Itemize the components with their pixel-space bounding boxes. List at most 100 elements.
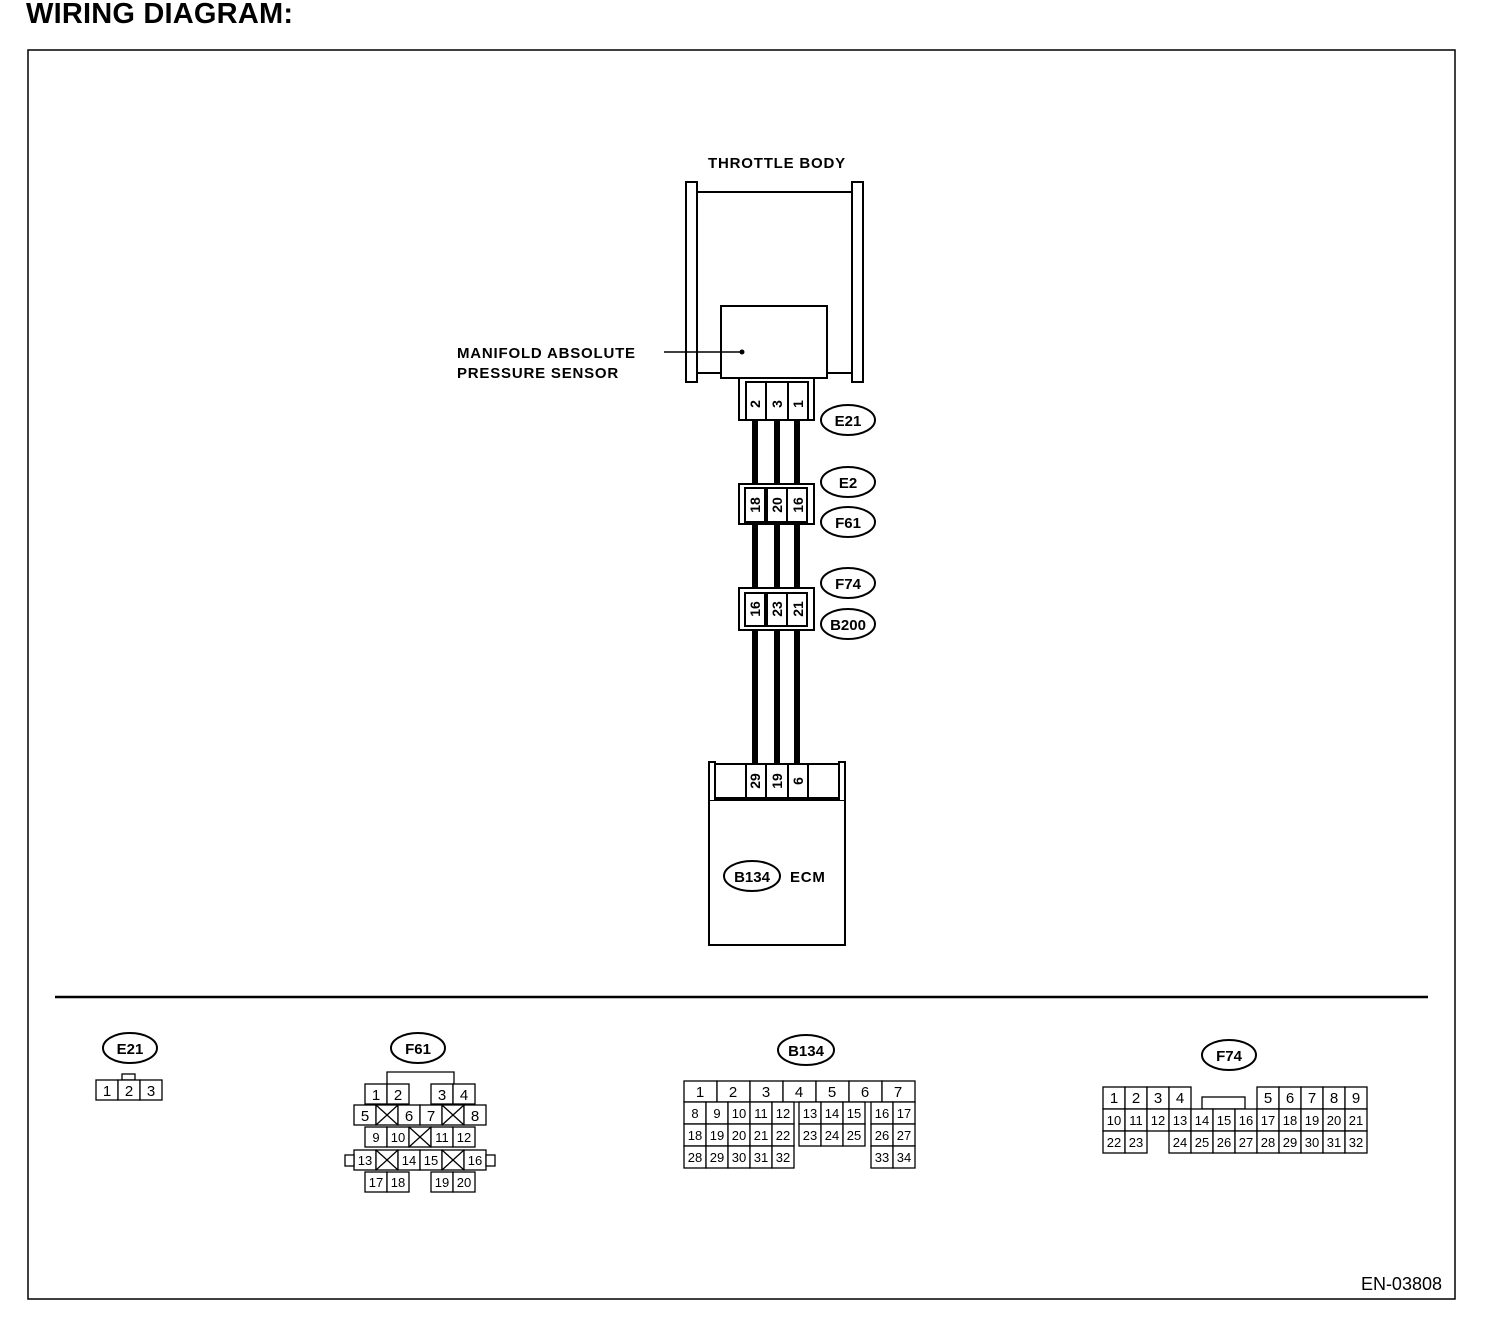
- face-pin: 25: [1195, 1135, 1209, 1150]
- face-pin: 12: [776, 1106, 790, 1121]
- face-pin: 23: [803, 1128, 817, 1143]
- face-pin: 4: [1176, 1090, 1184, 1107]
- face-pin: 3: [1154, 1090, 1162, 1107]
- face-pin: 1: [696, 1084, 704, 1101]
- face-pin: 2: [1132, 1090, 1140, 1107]
- face-pin: 22: [776, 1128, 790, 1143]
- map-sensor-label-line2: PRESSURE SENSOR: [457, 365, 619, 382]
- face-pin: 11: [754, 1106, 768, 1121]
- face-tag-e21: E21: [117, 1041, 144, 1058]
- face-pin: 1: [103, 1083, 111, 1100]
- map-sensor-label-line1: MANIFOLD ABSOLUTE: [457, 345, 636, 362]
- connector-e2-f61: [738, 483, 815, 525]
- tag-b134: B134: [734, 869, 771, 886]
- tag-f61: F61: [835, 515, 861, 532]
- face-pin: 8: [471, 1108, 479, 1125]
- connector-f74-b200-pins: 16 23 21: [747, 601, 806, 617]
- face-pin: 20: [457, 1175, 471, 1190]
- face-pin: 1: [372, 1087, 380, 1104]
- face-pin: 2: [125, 1083, 133, 1100]
- face-pin: 28: [688, 1150, 702, 1165]
- face-pin: 8: [1330, 1090, 1338, 1107]
- face-pin: 19: [1305, 1113, 1319, 1128]
- face-pin: 14: [1195, 1113, 1209, 1128]
- face-pin: 26: [875, 1128, 889, 1143]
- pin-label: 29: [747, 773, 763, 789]
- face-pin: 6: [405, 1108, 413, 1125]
- face-pin: 25: [847, 1128, 861, 1143]
- face-pin: 14: [402, 1153, 416, 1168]
- face-pin: 5: [1264, 1090, 1272, 1107]
- tag-b200: B200: [830, 617, 866, 634]
- pin-label: 18: [747, 497, 763, 513]
- face-pin: 24: [1173, 1135, 1187, 1150]
- face-pin: 17: [369, 1175, 383, 1190]
- face-pin: 9: [713, 1106, 720, 1121]
- connector-tags: [820, 404, 876, 640]
- pin-label: 21: [790, 601, 806, 617]
- face-pin: 12: [1151, 1113, 1165, 1128]
- face-pin: 9: [1352, 1090, 1360, 1107]
- face-pin: 6: [1286, 1090, 1294, 1107]
- pin-label: 2: [747, 400, 763, 408]
- face-pin: 15: [847, 1106, 861, 1121]
- face-pin: 14: [825, 1106, 839, 1121]
- face-pin: 26: [1217, 1135, 1231, 1150]
- face-pin: 15: [1217, 1113, 1231, 1128]
- tag-b134-oval: [723, 860, 781, 892]
- connector-e2-f61-pins: 18 20 16: [747, 497, 806, 513]
- face-pin: 13: [1173, 1113, 1187, 1128]
- figure-id: EN-03808: [1361, 1274, 1442, 1294]
- pin-label: 1: [790, 400, 806, 408]
- face-pin: 7: [1308, 1090, 1316, 1107]
- face-pin: 3: [438, 1087, 446, 1104]
- face-tag-f61: F61: [405, 1041, 431, 1058]
- face-pin: 21: [1349, 1113, 1363, 1128]
- face-pin: 5: [828, 1084, 836, 1101]
- pin-label: 3: [769, 400, 785, 408]
- face-tag-b134: B134: [788, 1043, 825, 1060]
- face-pin: 22: [1107, 1135, 1121, 1150]
- face-pin: 32: [776, 1150, 790, 1165]
- pin-label: 23: [769, 601, 785, 617]
- face-pin: 27: [1239, 1135, 1253, 1150]
- face-pin: 2: [729, 1084, 737, 1101]
- face-pin: 16: [875, 1106, 889, 1121]
- face-pin: 20: [1327, 1113, 1341, 1128]
- throttle-body-label: THROTTLE BODY: [708, 155, 846, 172]
- pin-label: 20: [769, 497, 785, 513]
- face-pin: 34: [897, 1150, 911, 1165]
- face-pin: 1: [1110, 1090, 1118, 1107]
- face-pin: 20: [732, 1128, 746, 1143]
- face-pin: 10: [732, 1106, 746, 1121]
- face-pin: 3: [147, 1083, 155, 1100]
- connector-e21-pins: 2 3 1: [747, 400, 806, 408]
- face-pin: 4: [795, 1084, 803, 1101]
- face-pin: 5: [361, 1108, 369, 1125]
- face-pin: 30: [1305, 1135, 1319, 1150]
- face-pin: 10: [1107, 1113, 1121, 1128]
- face-pin: 15: [424, 1153, 438, 1168]
- face-tag-f74: F74: [1216, 1048, 1243, 1065]
- face-pin: 8: [691, 1106, 698, 1121]
- face-pin: 16: [1239, 1113, 1253, 1128]
- face-pin: 13: [358, 1153, 372, 1168]
- tag-f74: F74: [835, 576, 862, 593]
- face-pin: 9: [372, 1130, 379, 1145]
- face-pin: 33: [875, 1150, 889, 1165]
- face-pin: 30: [732, 1150, 746, 1165]
- face-pin: 12: [457, 1130, 471, 1145]
- tag-e21: E21: [835, 413, 862, 430]
- face-pin: 19: [435, 1175, 449, 1190]
- face-pin: 23: [1129, 1135, 1143, 1150]
- face-pin: 18: [688, 1128, 702, 1143]
- face-pin: 18: [1283, 1113, 1297, 1128]
- pin-label: 19: [769, 773, 785, 789]
- pin-label: 6: [790, 777, 806, 785]
- face-pin: 32: [1349, 1135, 1363, 1150]
